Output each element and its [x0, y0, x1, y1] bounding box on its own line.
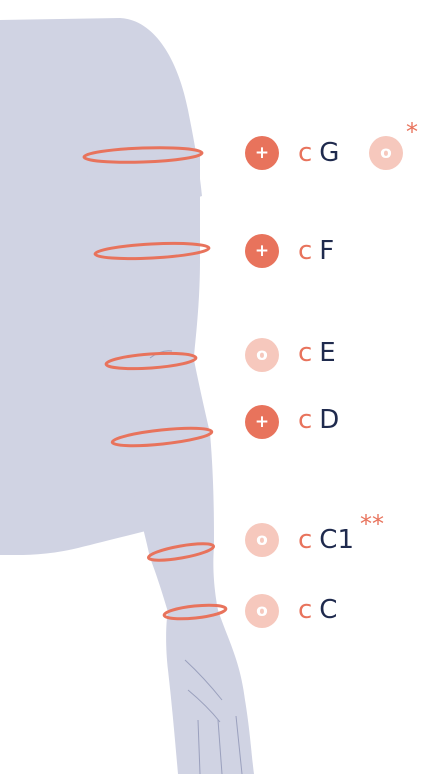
badge-e-zero: o [245, 338, 279, 372]
note-c1: ** [360, 512, 384, 536]
badge-c-zero: o [245, 594, 279, 628]
note-g: * [406, 120, 418, 144]
badge-f-plus: + [245, 234, 279, 268]
badge-d-plus: + [245, 405, 279, 439]
badge-g-zero: o [369, 136, 403, 170]
badge-c1-zero: o [245, 523, 279, 557]
badge-g-plus: + [245, 136, 279, 170]
